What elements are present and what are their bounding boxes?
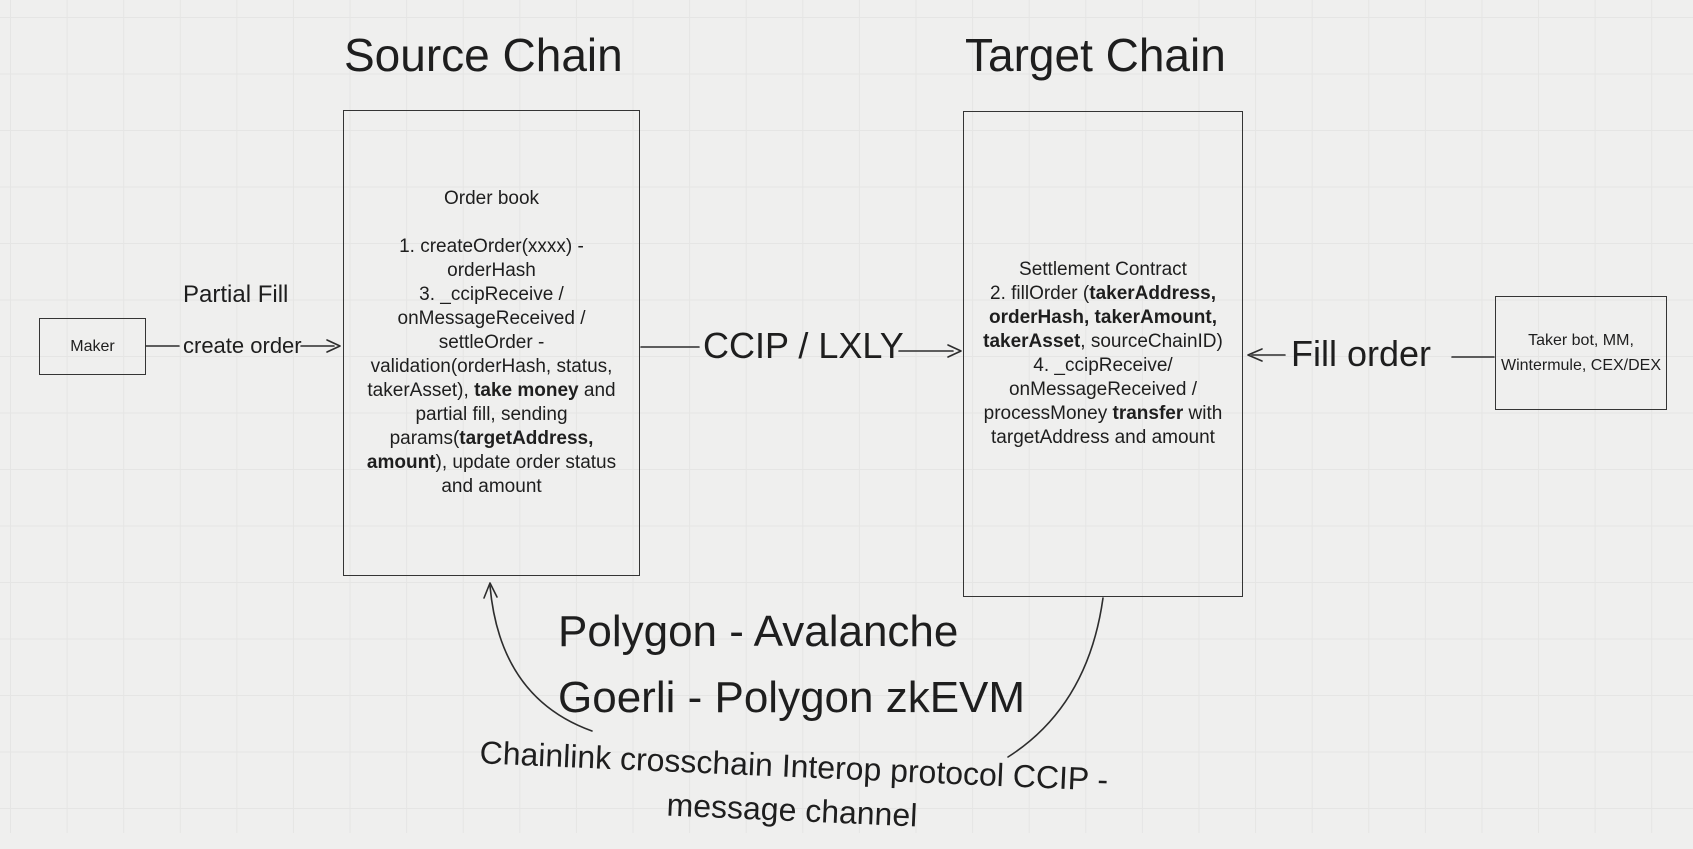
- maker-box-label: Maker: [70, 338, 115, 355]
- source-chain-title[interactable]: Source Chain: [344, 29, 623, 81]
- source-chain-box[interactable]: Order book 1. createOrder(xxxx) -orderHa…: [343, 110, 640, 576]
- partial-fill-label[interactable]: Partial Fill: [183, 281, 289, 308]
- fill-order-label[interactable]: Fill order: [1291, 333, 1432, 374]
- source-chain-box-text: Order book 1. createOrder(xxxx) -orderHa…: [366, 188, 617, 497]
- taker-box-label: Taker bot, MM, Wintermule, CEX/DEX: [1500, 332, 1662, 374]
- taker-box[interactable]: Taker bot, MM, Wintermule, CEX/DEX: [1495, 296, 1667, 410]
- ccip-lxly-label[interactable]: CCIP / LXLY: [703, 325, 904, 366]
- target-chain-title[interactable]: Target Chain: [965, 29, 1226, 81]
- maker-box[interactable]: Maker: [39, 318, 146, 375]
- create-order-label[interactable]: create order: [183, 333, 302, 358]
- chain-pairs-note[interactable]: Polygon - Avalanche Goerli - Polygon zkE…: [558, 607, 1026, 722]
